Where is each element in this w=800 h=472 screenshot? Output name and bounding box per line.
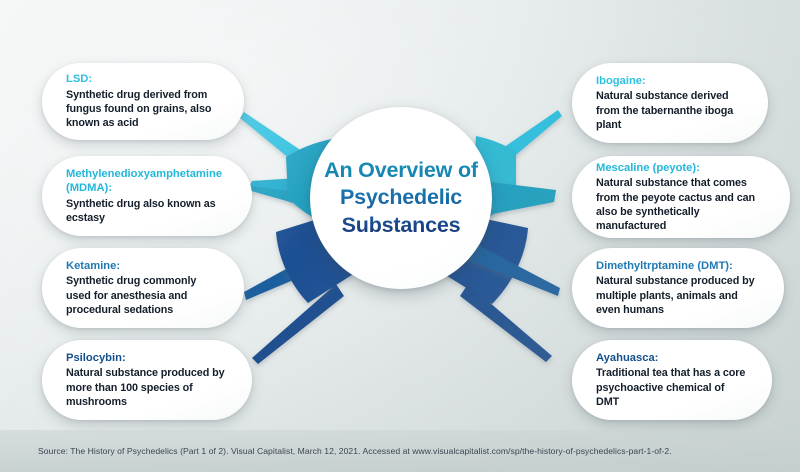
card-mdma-body: Synthetic drug also known as ecstasy	[66, 197, 216, 225]
card-mescaline-title: Mescaline (peyote):	[596, 161, 700, 174]
card-ayahuasca[interactable]: Ayahuasca: Traditional tea that has a co…	[572, 340, 772, 420]
card-ketamine[interactable]: Ketamine: Synthetic drug commonly used f…	[42, 248, 244, 328]
card-ibogaine-title: Ibogaine:	[596, 74, 646, 87]
card-mdma-title: Methylenedioxyamphetamine (MDMA):	[66, 167, 223, 195]
title-line-1: An Overview of	[324, 157, 478, 182]
card-psilocybin[interactable]: Psilocybin: Natural substance produced b…	[42, 340, 252, 420]
source-citation: Source: The History of Psychedelics (Par…	[38, 446, 672, 456]
card-mescaline[interactable]: Mescaline (peyote): Natural substance th…	[572, 156, 790, 238]
card-mescaline-body: Natural substance that comes from the pe…	[596, 177, 755, 233]
card-lsd-body: Synthetic drug derived from fungus found…	[66, 88, 212, 130]
card-lsd-title: LSD:	[66, 73, 93, 86]
card-ketamine-body: Synthetic drug commonly used for anesthe…	[66, 275, 197, 316]
card-psilocybin-title: Psilocybin:	[66, 351, 126, 364]
title-line-3: Substances	[341, 212, 461, 237]
card-lsd[interactable]: LSD: Synthetic drug derived from fungus …	[42, 63, 244, 140]
footer-band: Source: The History of Psychedelics (Par…	[0, 430, 800, 472]
card-dmt[interactable]: Dimethyltrptamine (DMT): Natural substan…	[572, 248, 784, 328]
card-ayahuasca-body: Traditional tea that has a core psychoac…	[596, 367, 746, 408]
title-line-2: Psychedelic	[339, 185, 463, 210]
center-circle: An Overview of Psychedelic Substances	[310, 107, 492, 289]
card-ayahuasca-title: Ayahuasca:	[596, 351, 659, 364]
connector-ayahuasca	[460, 284, 552, 362]
card-ketamine-title: Ketamine:	[66, 259, 121, 272]
card-ibogaine-body: Natural substance derived from the taber…	[596, 90, 734, 131]
connector-psilocybin	[252, 284, 344, 364]
card-psilocybin-body: Natural substance produced by more than …	[66, 367, 225, 408]
card-ibogaine[interactable]: Ibogaine: Natural substance derived from…	[572, 63, 768, 143]
card-mdma[interactable]: Methylenedioxyamphetamine (MDMA): Synthe…	[42, 156, 252, 236]
card-dmt-title: Dimethyltrptamine (DMT):	[596, 259, 733, 272]
page-title: An Overview of Psychedelic Substances	[310, 157, 492, 240]
card-dmt-body: Natural substance produced by multiple p…	[596, 275, 755, 316]
